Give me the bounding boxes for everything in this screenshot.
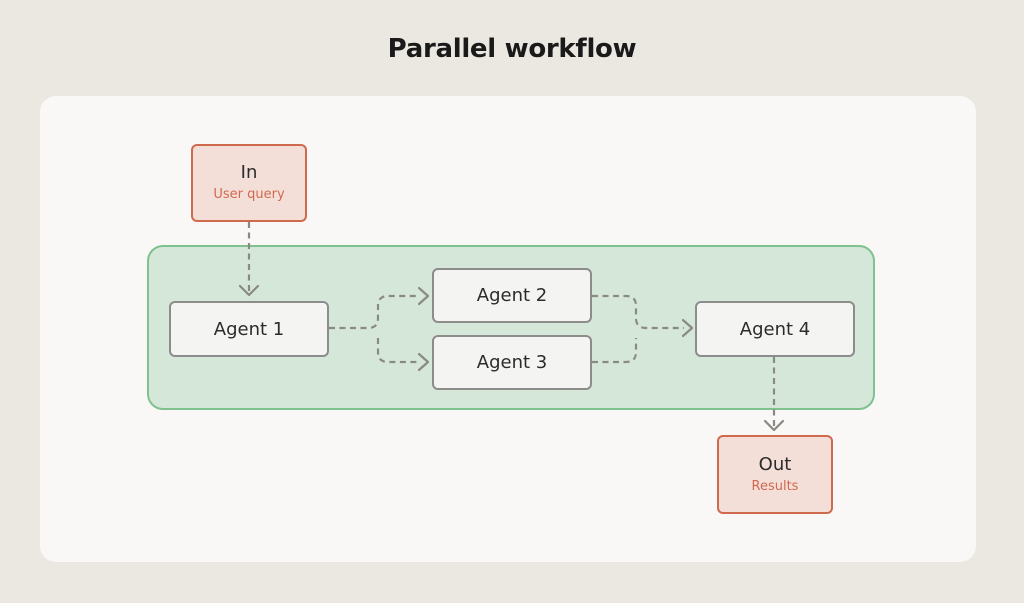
agent-1-node: Agent 1 [169,301,329,357]
arrowhead-agent3 [417,352,430,372]
input-label: In [240,162,258,183]
connector-agent1-split [329,294,420,330]
agent-4-node: Agent 4 [695,301,855,357]
diagram-title: Parallel workflow [387,34,637,64]
agent-2-node: Agent 2 [432,268,592,323]
connector-agent3-merge [592,338,638,364]
agent-3-label: Agent 3 [476,352,548,373]
arrowhead-agent2 [417,286,430,306]
output-sublabel: Results [751,478,799,494]
arrowhead-agent1 [238,284,260,297]
agent-4-label: Agent 4 [739,318,811,340]
output-label: Out [758,453,792,475]
connector-agent2-merge [592,294,684,330]
agent-1-label: Agent 1 [213,318,285,340]
output-node: Out Results [717,435,833,514]
agent-3-node: Agent 3 [432,335,592,390]
arrowhead-out [763,419,785,432]
connector-agent1-split-lower [376,338,420,364]
agent-2-label: Agent 2 [476,285,548,306]
input-sublabel: User query [213,187,285,202]
input-node: In User query [191,144,307,222]
arrowhead-agent4 [681,318,694,338]
